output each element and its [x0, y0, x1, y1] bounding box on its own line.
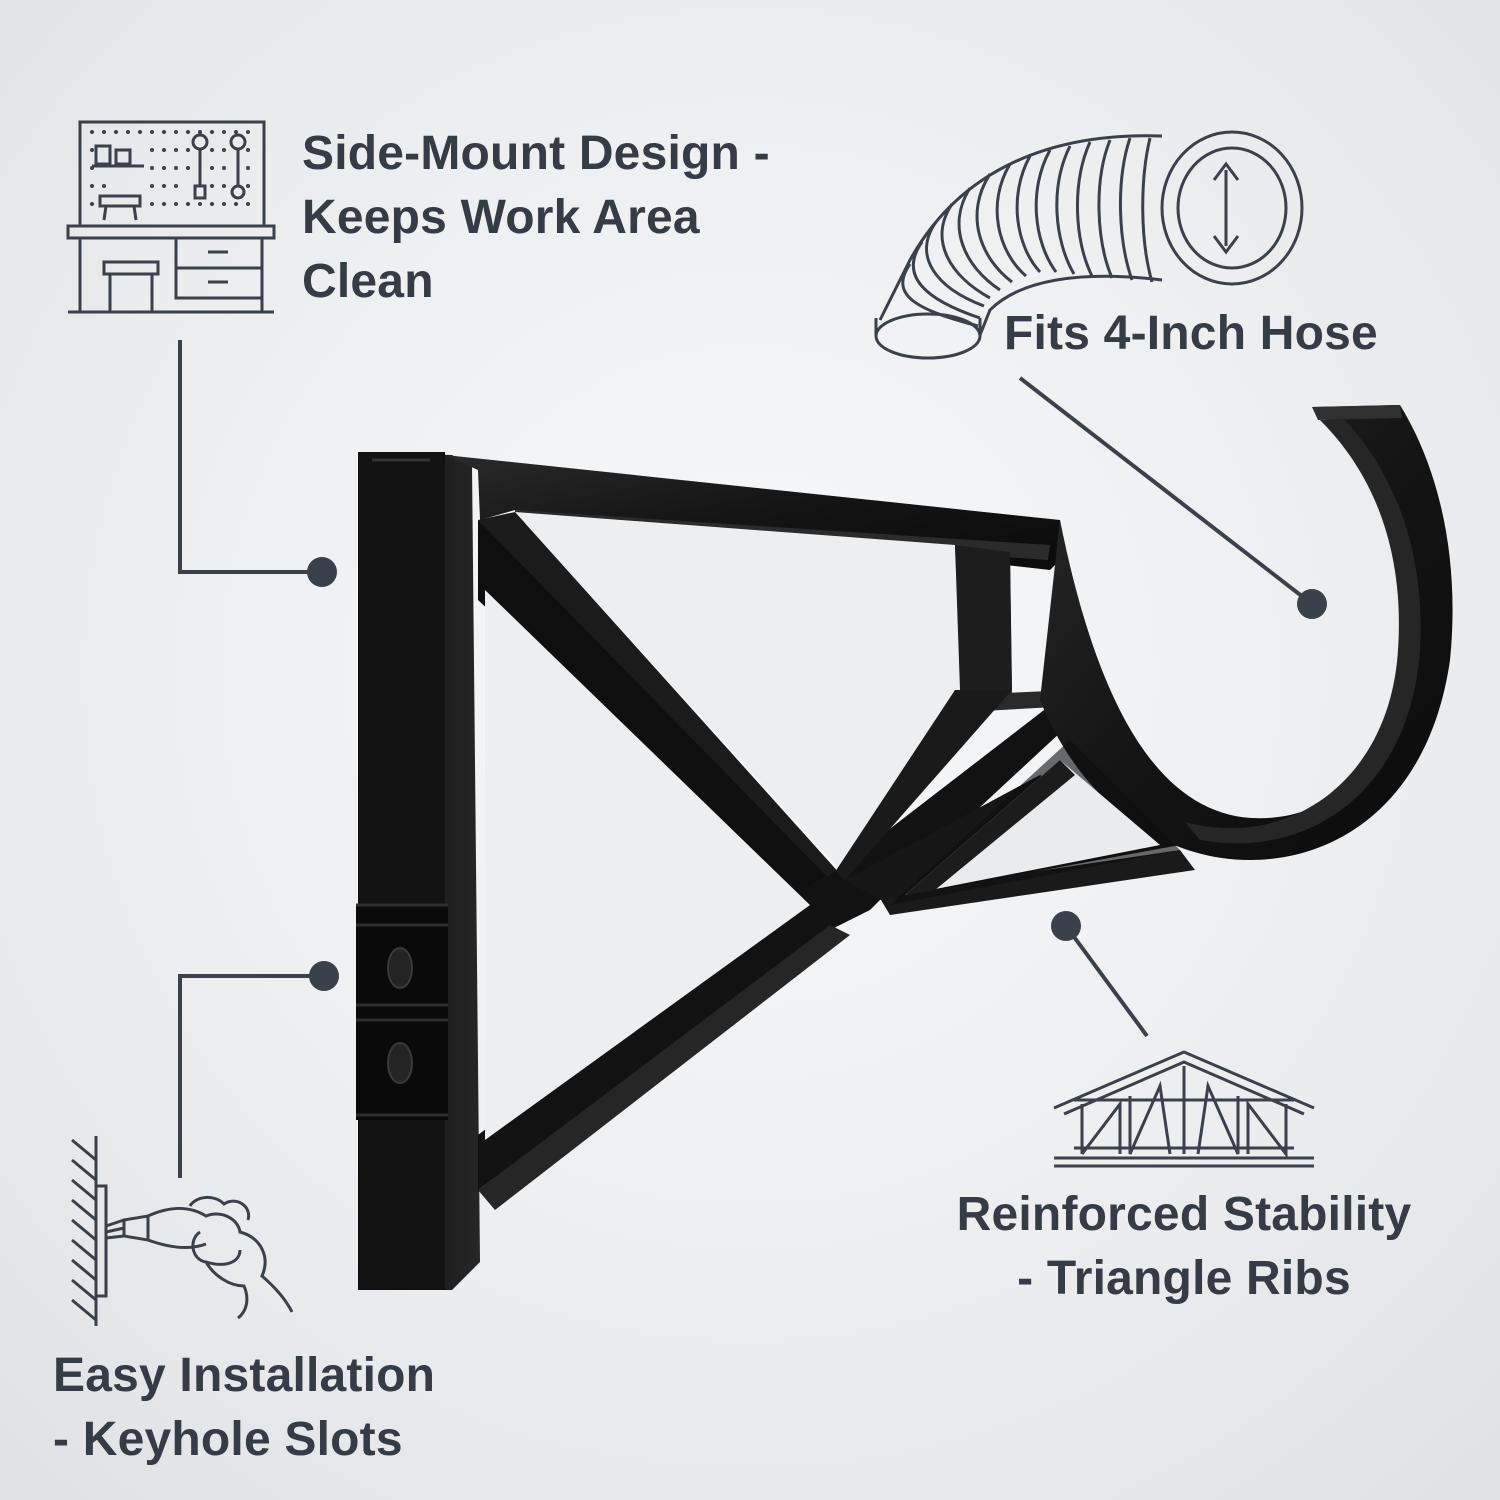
reinforced-feature-text: Reinforced Stability - Triangle Ribs	[949, 1183, 1419, 1311]
callout-side-mount-dot	[307, 557, 337, 587]
callout-ribs-line	[1064, 924, 1149, 1038]
callout-ribs-dot	[1051, 911, 1081, 941]
side-mount-line-3: Clean	[302, 255, 434, 308]
callout-side-mount-line	[178, 340, 322, 574]
side-mount-line-2: Keeps Work Area	[302, 191, 700, 244]
side-mount-line-1: Side-Mount Design -	[302, 127, 770, 180]
hose-line-1: Fits 4-Inch Hose	[1004, 307, 1378, 360]
installation-feature-text: Easy Installation - Keyhole Slots	[53, 1344, 435, 1472]
installation-line-2: - Keyhole Slots	[53, 1413, 403, 1466]
callout-hose-dot	[1297, 589, 1327, 619]
reinforced-line-2: - Triangle Ribs	[1017, 1252, 1351, 1305]
flexible-hose-icon	[874, 130, 1304, 360]
callout-installation-line	[178, 974, 322, 1178]
roof-truss-icon	[1053, 1050, 1315, 1168]
screwdriver-hand-icon	[71, 1136, 294, 1326]
workbench-icon	[66, 120, 276, 314]
hose-feature-text: Fits 4-Inch Hose	[1004, 302, 1378, 366]
installation-line-1: Easy Installation	[53, 1349, 436, 1402]
reinforced-line-1: Reinforced Stability	[956, 1188, 1412, 1241]
callout-installation-dot	[309, 961, 339, 991]
callout-hose-line	[1018, 376, 1314, 606]
side-mount-feature-text: Side-Mount Design - Keeps Work Area Clea…	[302, 122, 770, 314]
bracket-body	[356, 405, 1453, 1290]
